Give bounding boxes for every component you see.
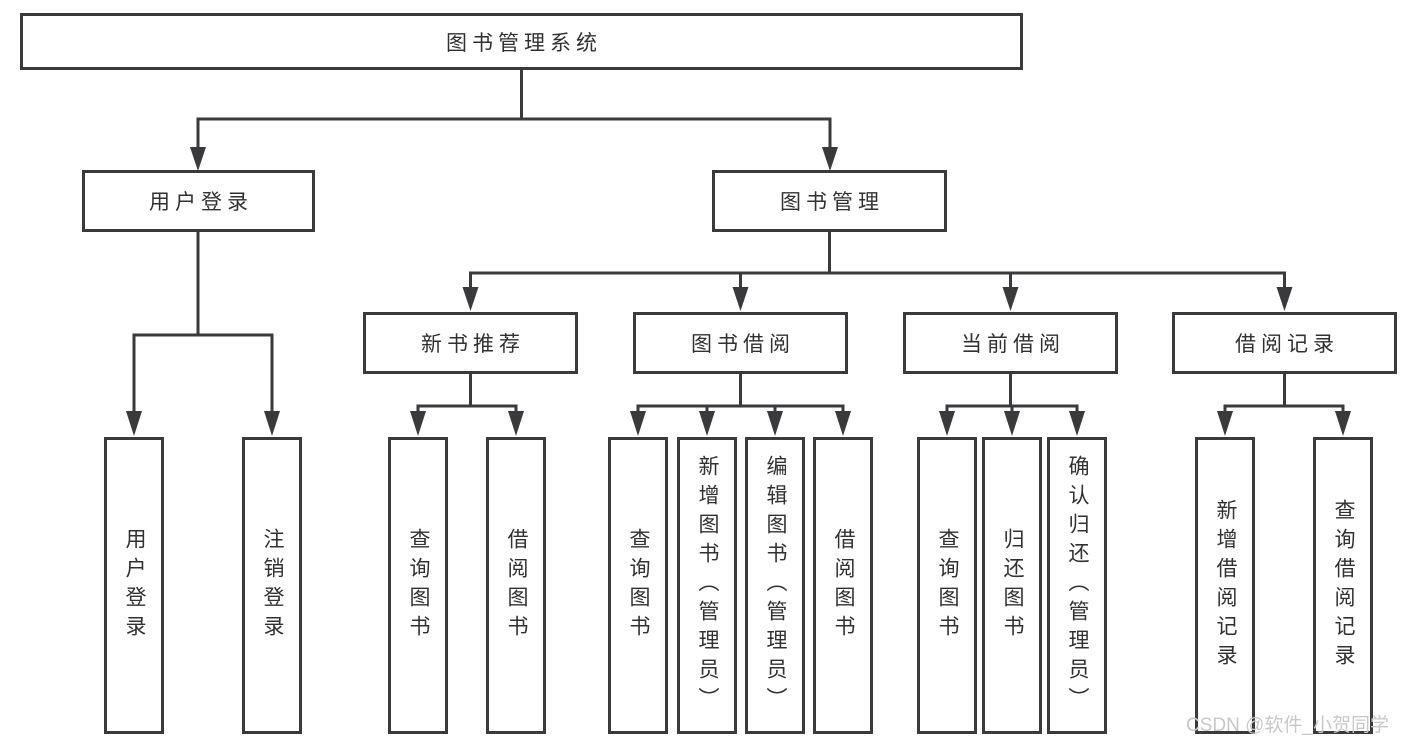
arrowheads-login-branch [126, 411, 280, 436]
arrowheads-borrow-branch [630, 411, 851, 436]
node-book-borrow: 图书借阅 [633, 312, 848, 374]
leaf-user-login: 用户登录 [104, 437, 164, 734]
leaf-records-query-borrow-record: 查询借阅记录 [1313, 437, 1373, 734]
leaf-current-confirm-return-admin: 确认归还（管理员） [1047, 437, 1107, 734]
leaf-recommend-borrow-books: 借阅图书 [486, 437, 546, 734]
leaf-borrow-borrow-books: 借阅图书 [813, 437, 873, 734]
connector-recommend-branch [416, 374, 518, 413]
leaf-borrow-add-books-admin: 新增图书（管理员） [677, 437, 737, 734]
connector-records-branch [1223, 374, 1345, 413]
leaf-logout: 注销登录 [242, 437, 302, 734]
leaf-borrow-query-books: 查询图书 [608, 437, 668, 734]
connector-management-to-level2 [469, 232, 1286, 289]
node-current-borrow: 当前借阅 [903, 312, 1118, 374]
arrowheads-current-branch [939, 411, 1085, 436]
arrowheads-recommend-branch [410, 411, 524, 436]
leaf-recommend-query-books: 查询图书 [388, 437, 448, 734]
node-borrow-records: 借阅记录 [1172, 312, 1397, 374]
csdn-watermark: CSDN @软件_小贺同学 [1186, 715, 1389, 736]
leaf-current-query-books: 查询图书 [917, 437, 977, 734]
node-user-login: 用户登录 [82, 170, 315, 232]
node-library-system: 图书管理系统 [20, 13, 1023, 70]
node-new-book-recommend: 新书推荐 [363, 312, 578, 374]
node-book-management: 图书管理 [712, 170, 947, 232]
connector-current-branch [945, 374, 1079, 413]
leaf-borrow-edit-books-admin: 编辑图书（管理员） [745, 437, 805, 734]
arrowheads-management-to-level2 [462, 287, 1293, 311]
leaf-current-return-books: 归还图书 [982, 437, 1042, 734]
arrowheads-records-branch [1217, 411, 1351, 436]
connector-root-to-level1 [196, 70, 832, 149]
connector-borrow-branch [636, 374, 845, 413]
arrowheads-root-to-level1 [190, 147, 838, 171]
leaf-records-add-borrow-record: 新增借阅记录 [1195, 437, 1255, 734]
connector-login-branch [132, 232, 274, 413]
